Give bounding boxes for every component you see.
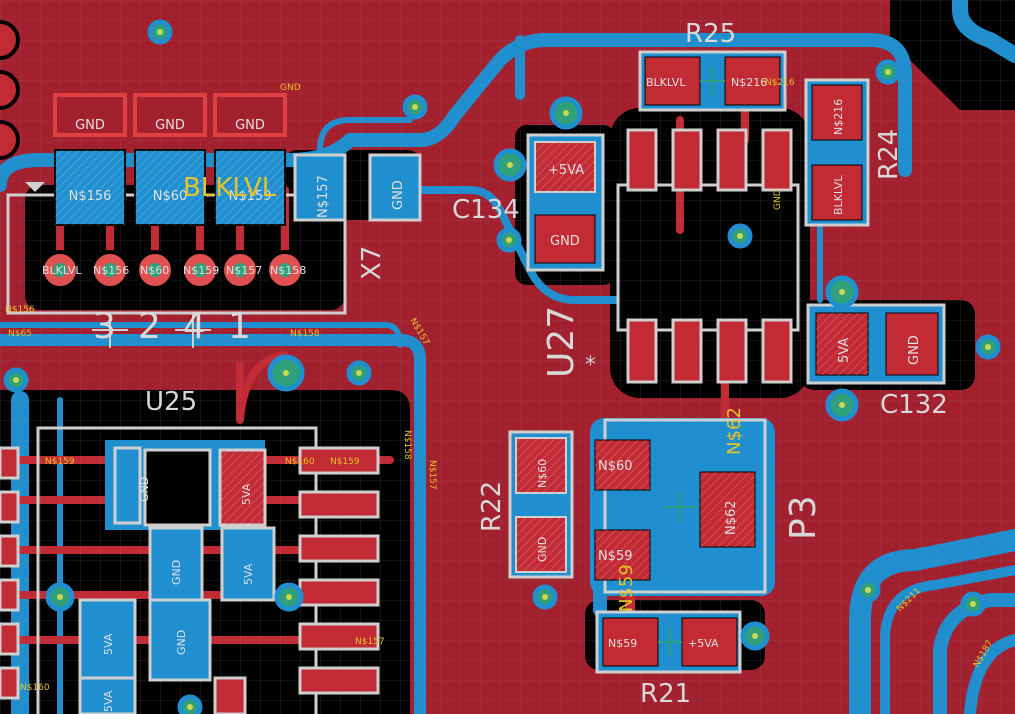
c134-pad-5va: +5VA [548, 163, 584, 178]
ref-c134: C134 [452, 195, 520, 225]
x7-pad-n60: N$60 [153, 189, 188, 204]
ref-r21: R21 [640, 679, 691, 709]
u25-pad-gnd-2: GND [170, 560, 183, 585]
connector-x7[interactable] [6, 93, 422, 348]
p3-pad-n59: N$59 [598, 549, 633, 564]
blklvl-signal-label: BLKLVL [183, 173, 277, 203]
x7-pad-gnd-3: GND [235, 118, 265, 133]
x7-pin-number-2: 2 [138, 306, 161, 347]
r21-pad-n59: N$59 [608, 637, 637, 650]
u25-pad-5va-1: 5VA [240, 483, 253, 505]
x7-pin-blklvl: BLKLVL [42, 264, 82, 277]
net-n159-b: N$159 [330, 457, 360, 467]
x7-pad-n159: N$159 [229, 189, 272, 204]
u25-pad-gnd-3: GND [175, 630, 188, 655]
ref-r25: R25 [685, 19, 736, 49]
net-n160-b: N$160 [20, 683, 50, 693]
net-n157-b: N$157 [427, 460, 437, 490]
c134-pad-gnd: GND [550, 234, 580, 249]
r24-pad-blklvl: BLKLVL [832, 175, 845, 215]
x7-pin-n158: N$158 [270, 264, 306, 277]
p3-pad-n62: N$62 [724, 500, 739, 535]
ref-r22: R22 [477, 481, 507, 532]
u25-pad-gnd-1: GND [138, 477, 151, 502]
r25-pad-n216: N$216 [731, 76, 767, 89]
net-label-gnd: GND [280, 83, 301, 93]
left-edge-pads [0, 20, 20, 160]
net-label-n62: N$62 [724, 407, 745, 455]
ref-x7: X7 [357, 246, 387, 280]
resistor-r22[interactable] [508, 430, 574, 579]
net-n159-a: N$159 [45, 457, 75, 467]
capacitor-c132[interactable] [806, 303, 946, 385]
net-n160: N$160 [285, 457, 315, 467]
net-n65: N$65 [8, 329, 32, 339]
ref-c132: C132 [880, 390, 948, 420]
u25-pad-5va-4: 5VA [102, 690, 115, 712]
x7-pad-n157: N$157 [316, 175, 331, 218]
net-n156: N$156 [5, 305, 35, 315]
x7-pad-gnd-2: GND [155, 118, 185, 133]
capacitor-c134[interactable] [526, 133, 605, 272]
p3-pad-n60: N$60 [598, 459, 633, 474]
ref-p3: P3 [783, 495, 824, 540]
u25-pad-5va-3: 5VA [102, 633, 115, 655]
net-n158: N$158 [290, 329, 320, 339]
resistor-r24[interactable] [804, 78, 870, 227]
x7-pad-gnd-1: GND [75, 118, 105, 133]
ref-u27: U27 [541, 306, 582, 378]
resistor-r25[interactable] [638, 50, 787, 112]
net-n157-c: N$157 [355, 637, 385, 647]
r21-pad-5va: +5VA [688, 637, 719, 650]
u25-pad-5va-2: 5VA [242, 563, 255, 585]
x7-pin-number-3: 4 [183, 306, 206, 347]
r22-pad-gnd: GND [536, 537, 549, 562]
x7-pin-n60: N$60 [140, 264, 169, 277]
ic-u25[interactable] [0, 426, 380, 714]
x7-pin-n157: N$157 [226, 264, 262, 277]
c132-pad-gnd: GND [907, 335, 922, 365]
x7-pin-n159: N$159 [183, 264, 219, 277]
component-p3[interactable] [590, 418, 775, 596]
ic-u27[interactable]: * [585, 128, 800, 384]
r25-pad-blklvl: BLKLVL [646, 76, 686, 89]
resistor-r21[interactable] [595, 610, 742, 674]
x7-pad-n156: N$156 [69, 189, 112, 204]
ref-r24: R24 [874, 129, 904, 180]
x7-pin-number-4: 1 [228, 306, 251, 347]
svg-text:*: * [585, 353, 596, 378]
x7-pad-gnd-4: GND [391, 180, 406, 210]
r24-pad-n216: N$216 [832, 99, 845, 135]
net-n158-b: N$158 [402, 430, 412, 460]
x7-pin-n156: N$156 [93, 264, 129, 277]
ref-u25: U25 [145, 387, 197, 417]
x7-pin-number-1: 3 [93, 306, 116, 347]
vias [3, 19, 1001, 714]
r22-pad-n60: N$60 [536, 459, 549, 488]
c132-pad-5va: 5VA [837, 338, 852, 363]
net-n216: N$216 [765, 78, 795, 88]
u27-pad-gnd: GND [773, 189, 783, 210]
net-label-n59: N$59 [616, 564, 637, 612]
